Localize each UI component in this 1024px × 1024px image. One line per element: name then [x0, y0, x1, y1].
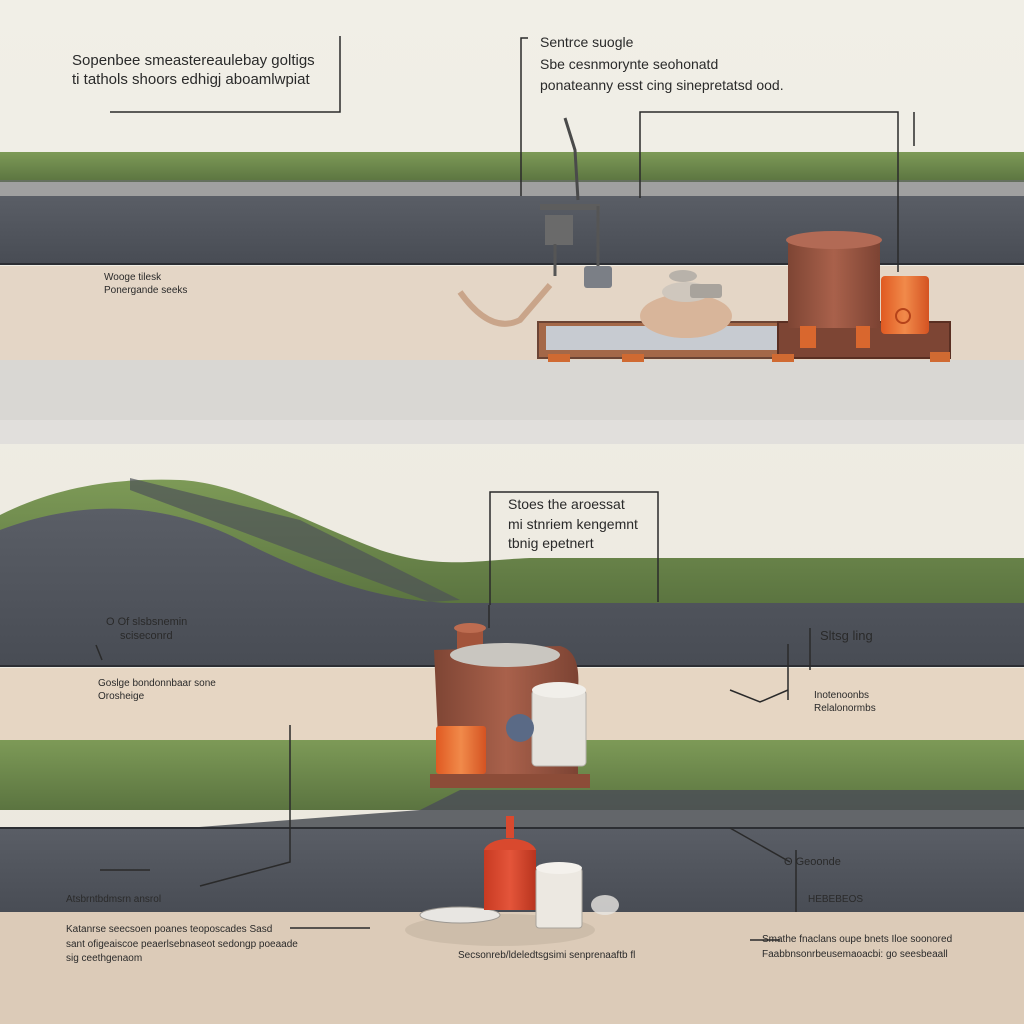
label-line: HEBEBEOS	[808, 894, 864, 905]
label-bottom-left: Katanrse seecsoen poanes teoposcades Sas…	[66, 924, 298, 966]
label-line: Sopenbee smeastereaulebay goltigs	[72, 52, 315, 69]
label-line: Sbe cesnmorynte seohonatd	[540, 55, 719, 72]
label-mid-left-small: Goslge bondonnbaar sone Orosheige	[98, 678, 216, 703]
label-line: Faabbnsonrbeusemaoacbi: go seesbeaall	[762, 948, 948, 960]
label-line: Relalonormbs	[814, 702, 876, 714]
label-line: ponateanny esst cing sinepretatsd ood.	[540, 77, 784, 93]
label-line: Orosheige	[98, 690, 145, 702]
label-line: Sltsg ling	[820, 628, 873, 643]
label-line: Katanrse seecsoen poanes teoposcades Sas…	[66, 924, 273, 935]
label-top-left: Sopenbee smeastereaulebay goltigs ti tat…	[72, 52, 315, 90]
label-top-side: Wooge tilesk Ponergande seeks	[104, 272, 187, 297]
label-line: Wooge tilesk	[104, 272, 162, 283]
label-line: Ponergande seeks	[104, 284, 188, 296]
label-mid-left: O Of slsbsnemin sciseconrd	[106, 616, 187, 644]
top-sack	[640, 270, 732, 338]
label-bottom-center: Secsonreb/ldeledtsgsimi senprenaaftb fl	[458, 950, 635, 963]
mid-boiler	[430, 623, 590, 788]
label-line: Sentrce suogle	[540, 34, 634, 50]
label-mid-right: Sltsg ling	[820, 628, 873, 644]
label-line: O Of slsbsnemin	[106, 616, 188, 628]
label-line: sant ofigeaiscoe peaerlsebnaseot sedongp…	[66, 938, 298, 950]
label-lower-right: O Geoonde	[784, 856, 841, 870]
top-tank	[786, 231, 929, 348]
label-top-center: Sentrce suogle Sbe cesnmorynte seohonatd…	[540, 34, 784, 95]
label-line: Secsonreb/ldeledtsgsimi senprenaaftb fl	[458, 950, 636, 961]
label-bottom-right: Smathe fnaclans oupe bnets Iloe soonored…	[762, 934, 952, 961]
label-line: Atsbrntbdmsrn ansrol	[66, 894, 162, 905]
label-line: sig ceethgenaom	[66, 953, 143, 964]
label-line: ti tathols shoors edhigj aboamlwpiat	[72, 70, 310, 88]
callout-lines	[95, 36, 915, 941]
label-line: Inotenoonbs	[814, 690, 870, 701]
label-line: mi stnriem kengemnt	[508, 515, 638, 532]
top-pipe-assembly	[457, 117, 612, 327]
label-line: Smathe fnaclans oupe bnets Iloe soonored	[762, 934, 953, 945]
label-lower-left: Atsbrntbdmsrn ansrol	[66, 894, 161, 907]
label-line: Stoes the aroessat	[508, 496, 625, 512]
label-line: tbnig epetnert	[508, 535, 594, 551]
label-lower-right-small: HEBEBEOS	[808, 894, 863, 907]
label-line: Goslge bondonnbaar sone	[98, 678, 216, 689]
bottom-containers	[405, 816, 619, 946]
label-line: O Geoonde	[784, 856, 841, 868]
label-mid-center: Stoes the aroessat mi stnriem kengemnt t…	[508, 496, 638, 553]
label-mid-right-small: Inotenoonbs Relalonormbs	[814, 690, 876, 715]
label-line: sciseconrd	[120, 629, 173, 642]
